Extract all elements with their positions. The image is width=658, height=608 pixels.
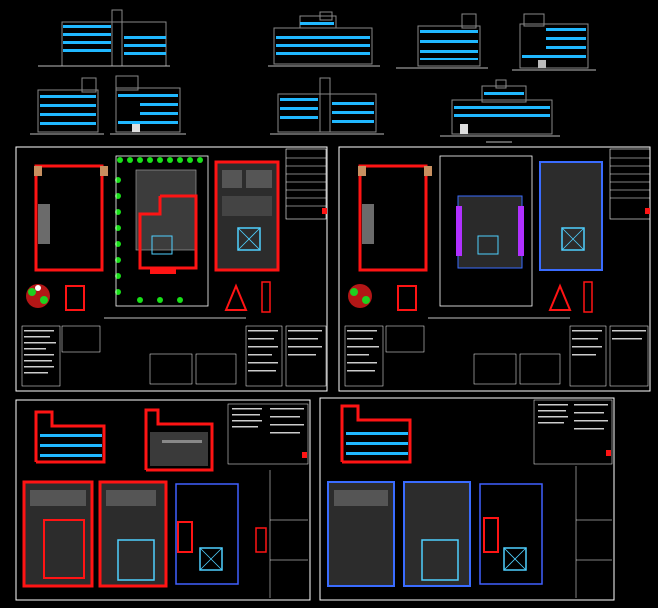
sheet-4 — [319, 397, 615, 601]
sheet-2-border — [338, 146, 651, 392]
elevation-1 — [38, 9, 170, 67]
sheet-3-border — [15, 399, 311, 601]
elevation-2 — [268, 11, 380, 67]
sheet-1-border — [15, 146, 328, 392]
sheet-2 — [338, 146, 651, 392]
elevation-5 — [30, 77, 104, 135]
plan-c — [214, 160, 280, 272]
elevation-8 — [440, 79, 560, 143]
elevations-group — [30, 9, 596, 143]
elevation-6 — [110, 75, 186, 135]
sheet-3 — [15, 399, 311, 601]
elevation-7 — [270, 77, 384, 135]
plan-b — [115, 155, 209, 307]
elevation-4 — [512, 13, 596, 71]
sheet-1 — [15, 146, 328, 392]
sheet-4-border — [319, 397, 615, 601]
elevation-3 — [396, 13, 488, 69]
